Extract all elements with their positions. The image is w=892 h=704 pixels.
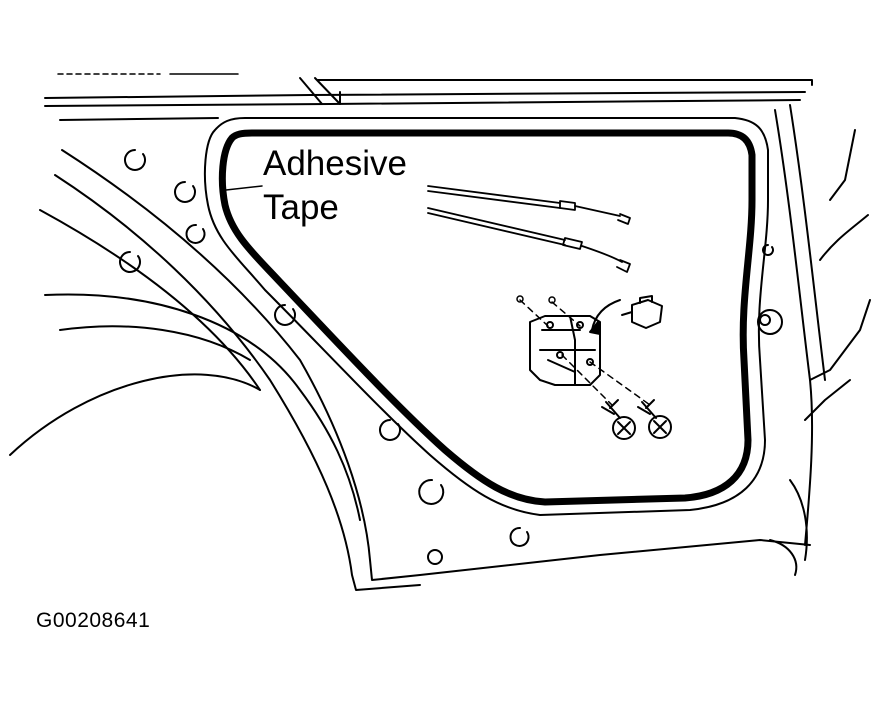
- mounting-screw: [637, 399, 672, 439]
- adhesive-tape-label: Adhesive Tape: [263, 142, 407, 230]
- figure-id: G00208641: [36, 609, 151, 632]
- adhesive-tape-strip: [218, 129, 756, 506]
- panel-holes: [119, 149, 783, 565]
- top-edge-lines: [44, 73, 813, 121]
- door-lock-actuator: [529, 315, 601, 386]
- adhesive-tape-label-line1: Adhesive: [263, 144, 407, 183]
- mounting-screw: [601, 399, 636, 440]
- door-inner-panel: [9, 104, 871, 591]
- control-cable: [427, 207, 631, 273]
- alignment-dashes: [519, 299, 651, 406]
- control-cable: [427, 185, 631, 225]
- adhesive-tape-label-line2: Tape: [263, 188, 339, 227]
- label-leader-line: [225, 185, 263, 191]
- cutout-rim: [203, 117, 769, 516]
